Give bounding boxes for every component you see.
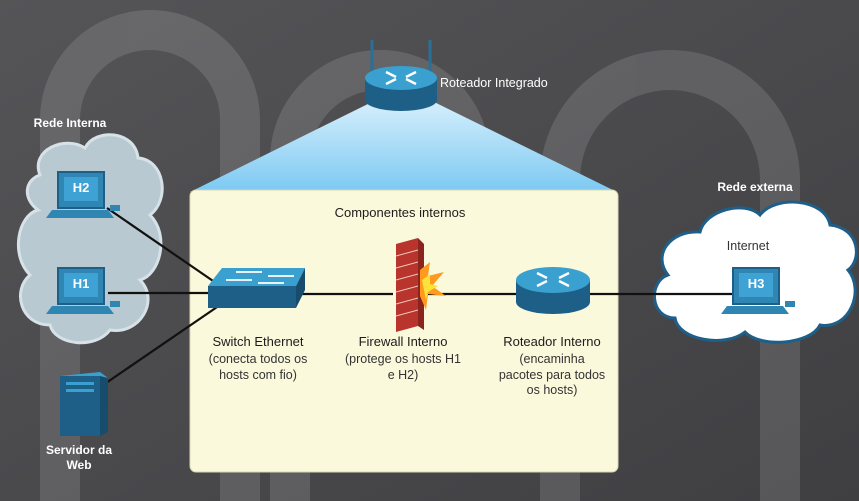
internal-components-panel	[189, 189, 619, 473]
router-name: Roteador Interno	[503, 334, 601, 349]
switch-description: (conecta todos os hosts com fio)	[208, 352, 308, 382]
internal-network-label: Rede Interna	[33, 116, 107, 130]
h3-label: H3	[747, 276, 765, 291]
web-server-label: Servidor da Web	[45, 443, 113, 472]
router-description: (encaminha pacotes para todos os hosts)	[498, 352, 606, 398]
h2-computer-icon	[46, 171, 120, 218]
internal-components-title: Componentes internos	[334, 205, 466, 220]
firewall-name: Firewall Interno	[358, 334, 448, 349]
firewall-icon	[395, 238, 446, 332]
router-coverage-beam	[190, 98, 617, 192]
switch-name: Switch Ethernet	[212, 334, 304, 349]
external-network-label: Rede externa	[717, 180, 793, 194]
internet-cloud-label: Internet	[726, 239, 770, 253]
link-server-switch	[105, 304, 221, 384]
integrated-router-icon	[365, 40, 437, 111]
firewall-description: (protege os hosts H1 e H2)	[344, 352, 462, 382]
network-links	[105, 207, 740, 384]
h1-computer-icon	[46, 267, 120, 314]
internal-network-cloud	[16, 133, 164, 345]
h3-computer-icon	[721, 267, 795, 314]
h1-label: H1	[72, 276, 90, 291]
internal-router-icon	[516, 267, 590, 314]
web-server-icon	[60, 372, 108, 436]
link-h2-switch	[106, 207, 217, 284]
integrated-router-label: Roteador Integrado	[440, 76, 548, 90]
h2-label: H2	[72, 180, 90, 195]
ethernet-switch-icon	[208, 268, 305, 308]
